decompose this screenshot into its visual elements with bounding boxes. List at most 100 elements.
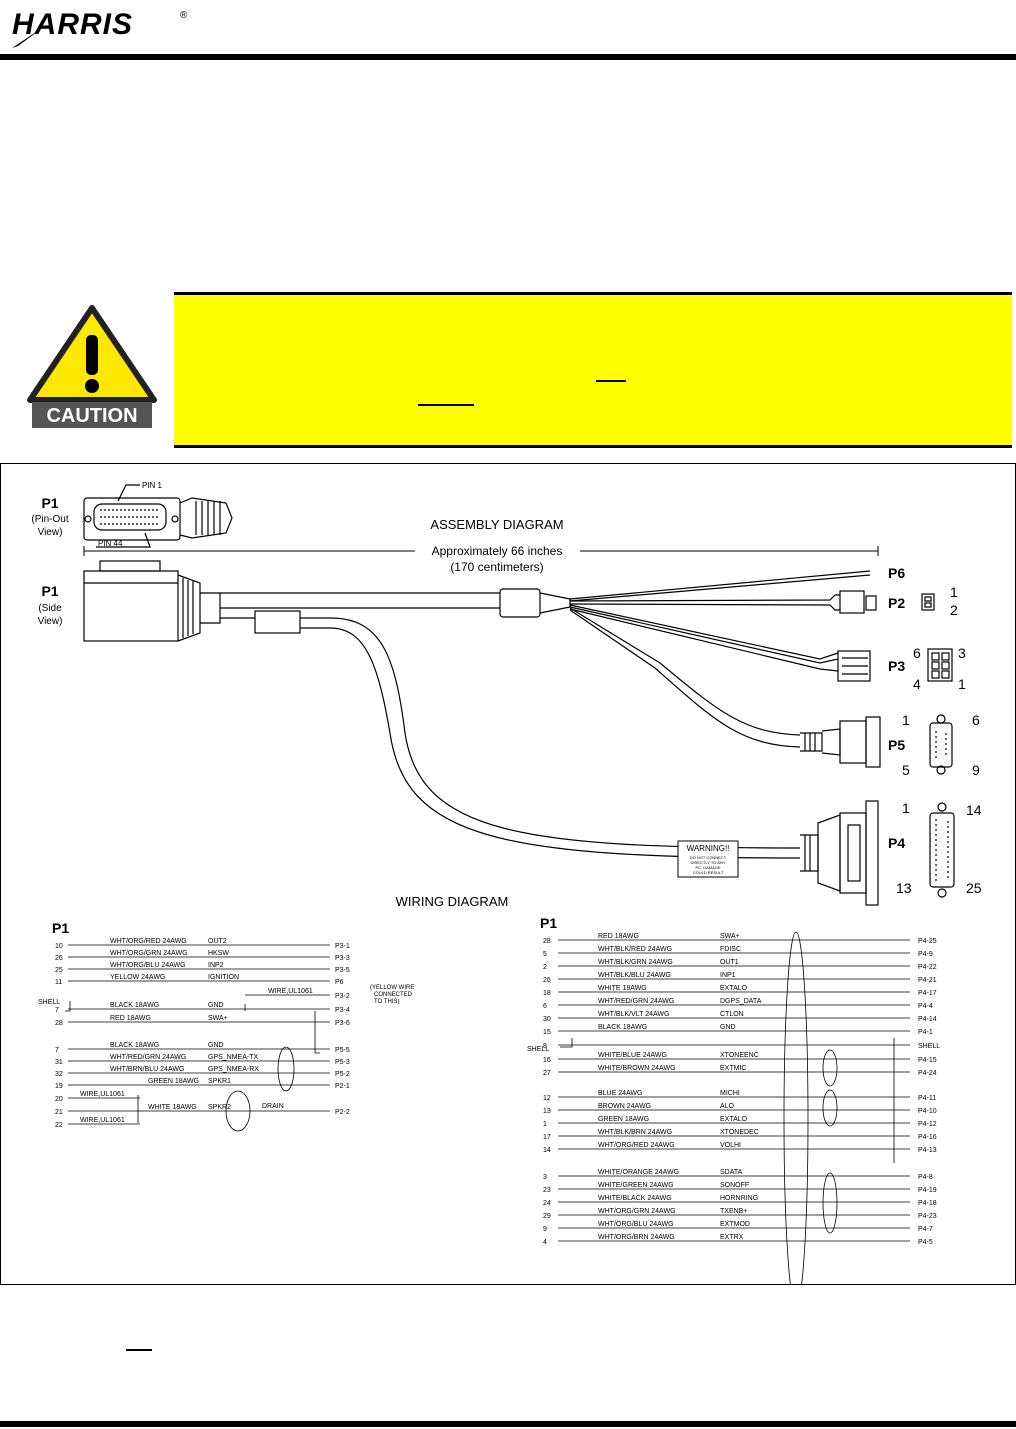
left-row-wire-label: WHT/ORG/RED 24AWG bbox=[110, 938, 187, 945]
right-row-pin: 14 bbox=[543, 1147, 551, 1154]
right-wiring-extras bbox=[560, 931, 895, 1285]
left-row-dest: P5-2 bbox=[335, 1071, 350, 1078]
right-row-pin: 30 bbox=[543, 1016, 551, 1023]
left-row-dest: P5-3 bbox=[335, 1059, 350, 1066]
p1-side-label: P1 bbox=[41, 583, 58, 599]
p3-pin-1: 1 bbox=[958, 676, 966, 692]
right-row-dest: P4-18 bbox=[918, 1200, 937, 1207]
right-row-wire-label: WHT/RED/GRN 24AWG bbox=[598, 998, 674, 1005]
right-row-dest: SHELL bbox=[918, 1043, 940, 1050]
pin1-label: PIN 1 bbox=[142, 481, 163, 490]
left-row-pin: 31 bbox=[55, 1059, 63, 1066]
warning-tag-line2: DIRECTLY TO ANY bbox=[690, 860, 725, 865]
p5-pin-5: 5 bbox=[902, 762, 910, 778]
right-row-dest: P4-13 bbox=[918, 1147, 937, 1154]
p3-connector bbox=[837, 648, 953, 682]
right-row-wire-label: WHITE/ORANGE 24AWG bbox=[598, 1169, 679, 1176]
right-row-dest: P4-8 bbox=[918, 1174, 933, 1181]
left-row-dest: P3-4 bbox=[335, 1007, 350, 1014]
p5-connector bbox=[800, 714, 953, 775]
assembly-diagram: P1 (Pin-Out View) PIN 1 PIN 44 ASSEMBLY … bbox=[31, 481, 982, 906]
right-row-pin: 23 bbox=[543, 1187, 551, 1194]
warning-tag-title: WARNING!! bbox=[687, 844, 730, 853]
p1-pinout-sub1: (Pin-Out bbox=[31, 514, 68, 525]
left-row-wire-label: WHT/RED/GRN 24AWG bbox=[110, 1054, 186, 1061]
p2-connector bbox=[839, 590, 935, 614]
left-row-signal: GND bbox=[208, 1042, 224, 1049]
harris-logo: HARRIS ® bbox=[12, 8, 188, 48]
wiring-left-p1: P1 bbox=[52, 920, 69, 936]
right-row-wire-label: GREEN 18AWG bbox=[598, 1116, 649, 1123]
p5-pin-6: 6 bbox=[972, 712, 980, 728]
right-row-pin: 29 bbox=[543, 1213, 551, 1220]
underline-1 bbox=[596, 380, 626, 382]
right-row-wire-label: BLUE 24AWG bbox=[598, 1090, 642, 1097]
right-row-pin: 1 bbox=[543, 1121, 547, 1128]
left-row-signal: GND bbox=[208, 1002, 224, 1009]
right-row-pin: 6 bbox=[543, 1003, 547, 1010]
p3-pin-4: 4 bbox=[913, 676, 921, 692]
right-shell-label: SHELL bbox=[527, 1046, 549, 1053]
right-row-wire-label: WHITE/GREEN 24AWG bbox=[598, 1182, 674, 1189]
right-row-dest: P4-25 bbox=[918, 938, 937, 945]
underline-2 bbox=[418, 404, 474, 406]
right-row-wire-label: WHT/BLK/BRN 24AWG bbox=[598, 1129, 672, 1136]
right-row-signal: EXTALO bbox=[720, 1116, 748, 1123]
right-row-dest: P4-15 bbox=[918, 1057, 937, 1064]
right-row-wire-label: WHITE/BLUE 24AWG bbox=[598, 1052, 667, 1059]
right-row-signal: EXTMOD bbox=[720, 1221, 750, 1228]
right-row-dest: P4-16 bbox=[918, 1134, 937, 1141]
right-row-signal: SONOFF bbox=[720, 1182, 749, 1189]
left-row-wire-label: WHT/ORG/GRN 24AWG bbox=[110, 950, 188, 957]
right-row-dest: P4-7 bbox=[918, 1226, 933, 1233]
warning-tag-line1: DO NOT CONNECT bbox=[690, 855, 727, 860]
right-row-pin: 13 bbox=[543, 1108, 551, 1115]
yellow-note-3: TO THIS) bbox=[374, 999, 399, 1005]
left-row-signal: OUT2 bbox=[208, 938, 227, 945]
left-row-dest: P3-2 bbox=[335, 993, 350, 1000]
right-row-dest: P4-23 bbox=[918, 1213, 937, 1220]
right-row-dest: P4-19 bbox=[918, 1187, 937, 1194]
left-row-wire-label: RED 18AWG bbox=[110, 1015, 151, 1022]
left-row-dest: P2-1 bbox=[335, 1083, 350, 1090]
right-row-wire-label: WHT/BLK/BLU 24AWG bbox=[598, 972, 671, 979]
left-row-pin: 21 bbox=[55, 1109, 63, 1116]
left-row-pin: 7 bbox=[55, 1047, 59, 1054]
right-row-wire-label: WHT/ORG/BLU 24AWG bbox=[598, 1221, 674, 1228]
right-row-pin: 12 bbox=[543, 1095, 551, 1102]
left-row-dest: P5-5 bbox=[335, 1047, 350, 1054]
length-line1: Approximately 66 inches bbox=[432, 544, 563, 558]
left-row-wire-label: YELLOW 24AWG bbox=[110, 974, 165, 981]
right-row-dest: P4-9 bbox=[918, 951, 933, 958]
note-underline bbox=[126, 1349, 152, 1351]
left-row-wire-label: BLACK 18AWG bbox=[110, 1002, 159, 1009]
p3-pin-6: 6 bbox=[913, 645, 921, 661]
right-row-signal: ALO bbox=[720, 1103, 735, 1110]
p1-pinout-connector bbox=[83, 484, 233, 548]
header-rule bbox=[0, 54, 1016, 60]
left-row-dest: P3-5 bbox=[335, 967, 350, 974]
right-row-wire-label: WHT/BLK/RED 24AWG bbox=[598, 946, 672, 953]
p4-pin-1: 1 bbox=[902, 800, 910, 816]
p6-label: P6 bbox=[888, 565, 905, 581]
right-row-wire-label: WHT/ORG/RED 24AWG bbox=[598, 1142, 675, 1149]
p1-pinout-label: P1 bbox=[41, 495, 58, 511]
right-row-signal: INP1 bbox=[720, 972, 736, 979]
right-row-signal: SWA+ bbox=[720, 933, 740, 940]
p1-side-connector bbox=[83, 560, 221, 642]
main-cable bbox=[220, 570, 871, 859]
